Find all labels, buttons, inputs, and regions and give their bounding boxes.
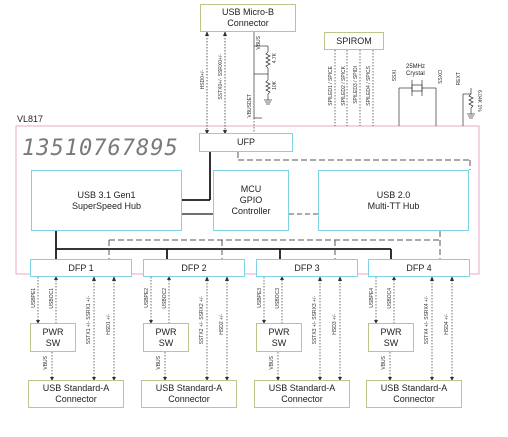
pwr-3-line1: PWR	[268, 326, 290, 337]
pwr-2-line1: PWR	[155, 326, 177, 337]
mcu-box: MCU GPIO Controller	[213, 170, 289, 231]
pwr-sw-3-box: PWR SW	[256, 323, 302, 352]
usb-a-4-line1: USB Standard-A	[380, 383, 448, 393]
pwr-4-line2: SW	[383, 337, 399, 348]
usbpe-3-label: USBPE3	[257, 288, 263, 308]
usb-a-3-line2: Connector	[281, 394, 323, 404]
spirom-box: SPIROM	[324, 32, 384, 50]
rext-value-label: 6.04K 1%	[476, 90, 482, 112]
dfp-4-box: DFP 4	[368, 259, 470, 277]
dfp-2-box: DFP 2	[143, 259, 245, 277]
sstx0-label: SSTX0+/- SSRX0+/-	[218, 54, 224, 100]
pwr-4-line1: PWR	[380, 326, 402, 337]
usbpe-4-label: USBPE4	[369, 288, 375, 308]
hsd-2-label: HSD2 +/-	[219, 314, 225, 335]
vbus-2-label: VBUS	[156, 356, 162, 370]
vbusdet-label: VBUSDET	[247, 94, 253, 118]
hub3-line2: SuperSpeed Hub	[71, 200, 142, 211]
usb-a-connector-2: USB Standard-A Connector	[141, 380, 237, 408]
dfp-1-label: DFP 1	[68, 262, 94, 273]
usb-a-3-line1: USB Standard-A	[268, 383, 336, 393]
chip-name: VL817	[17, 114, 44, 124]
spi4-label: SPILED4 / SPICS	[366, 66, 372, 106]
hsd0-label: HSD0+/-	[200, 70, 206, 90]
sstx-1-label: SSTX1 +/- SSRX1 +/-	[86, 296, 92, 345]
usb-a-1-line2: Connector	[55, 394, 97, 404]
dfp-3-box: DFP 3	[256, 259, 358, 277]
usb-a-1-line1: USB Standard-A	[42, 383, 110, 393]
spirom-label: SPIROM	[336, 35, 372, 46]
usbpe-2-label: USBPE2	[144, 288, 150, 308]
micro-b-line2: Connector	[227, 18, 269, 28]
hub2-line1: USB 2.0	[376, 189, 411, 200]
micro-b-line1: USB Micro-B	[221, 7, 274, 17]
resistor-10k-label: 10K	[272, 81, 278, 90]
usbpe-1-label: USBPE1	[31, 288, 37, 308]
superspeed-hub-box: USB 3.1 Gen1 SuperSpeed Hub	[31, 170, 182, 231]
pwr-1-line1: PWR	[42, 326, 64, 337]
usb-a-connector-3: USB Standard-A Connector	[254, 380, 350, 408]
chip-serial: 13510767895	[22, 136, 179, 161]
dfp-2-label: DFP 2	[181, 262, 207, 273]
hub2-line2: Multi-TT Hub	[367, 200, 420, 211]
mcu-line1: MCU	[240, 184, 262, 194]
pwr-2-line2: SW	[158, 337, 174, 348]
ufp-box: UFP	[199, 133, 293, 152]
usb-micro-b-connector: USB Micro-B Connector	[200, 4, 296, 32]
hsd-4-label: HSD4 +/-	[444, 314, 450, 335]
usb2-hub-box: USB 2.0 Multi-TT Hub	[318, 170, 469, 231]
usboc-4-label: USBOC4	[387, 288, 393, 309]
pwr-sw-1-box: PWR SW	[30, 323, 76, 352]
crystal-freq-label: 25MHz	[406, 64, 426, 70]
rext-label: REXT	[456, 72, 462, 86]
hsd-1-label: HSD1 +/-	[106, 314, 112, 335]
mcu-line2: GPIO	[239, 195, 263, 205]
vbus-4-label: VBUS	[381, 356, 387, 370]
ssxi-label: SSXI	[392, 70, 398, 82]
usboc-3-label: USBOC3	[275, 288, 281, 309]
hsd-3-label: HSD3 +/-	[332, 314, 338, 335]
usboc-1-label: USBOC1	[49, 288, 55, 309]
spi2-label: SPILED2 / SPICK	[341, 66, 347, 106]
usb-a-2-line1: USB Standard-A	[155, 383, 223, 393]
usb-a-4-line2: Connector	[393, 394, 435, 404]
vbus-1-label: VBUS	[43, 356, 49, 370]
resistor-4k7-label: 4.7K	[272, 53, 278, 64]
pwr-sw-4-box: PWR SW	[368, 323, 414, 352]
sstx-2-label: SSTX2 +/- SSRX2 +/-	[199, 296, 205, 345]
spi1-label: SPILED1 / SPICE	[328, 66, 334, 106]
usb-a-2-line2: Connector	[168, 394, 210, 404]
ufp-label: UFP	[237, 137, 255, 147]
sstx-4-label: SSTX4 +/- SSRX4 +/-	[424, 296, 430, 345]
pwr-1-line2: SW	[45, 337, 61, 348]
hub3-line1: USB 3.1 Gen1	[77, 189, 136, 200]
spi3-label: SPILED3 / SPIDI	[353, 66, 359, 104]
vl817-chip-outline	[15, 125, 480, 275]
dfp-4-label: DFP 4	[406, 262, 432, 273]
vbus-top-label: VBUS	[256, 36, 262, 50]
usb-a-connector-4: USB Standard-A Connector	[366, 380, 462, 408]
mcu-line3: Controller	[231, 206, 271, 216]
dfp-1-box: DFP 1	[30, 259, 132, 277]
vbus-3-label: VBUS	[269, 356, 275, 370]
pwr-sw-2-box: PWR SW	[143, 323, 189, 352]
crystal-label: Crystal	[406, 71, 425, 77]
sstx-3-label: SSTX3 +/- SSRX3 +/-	[312, 296, 318, 345]
usboc-2-label: USBOC2	[162, 288, 168, 309]
pwr-3-line2: SW	[271, 337, 287, 348]
usb-a-connector-1: USB Standard-A Connector	[28, 380, 124, 408]
dfp-3-label: DFP 3	[294, 262, 320, 273]
ssxo-label: SSXO	[438, 70, 444, 84]
